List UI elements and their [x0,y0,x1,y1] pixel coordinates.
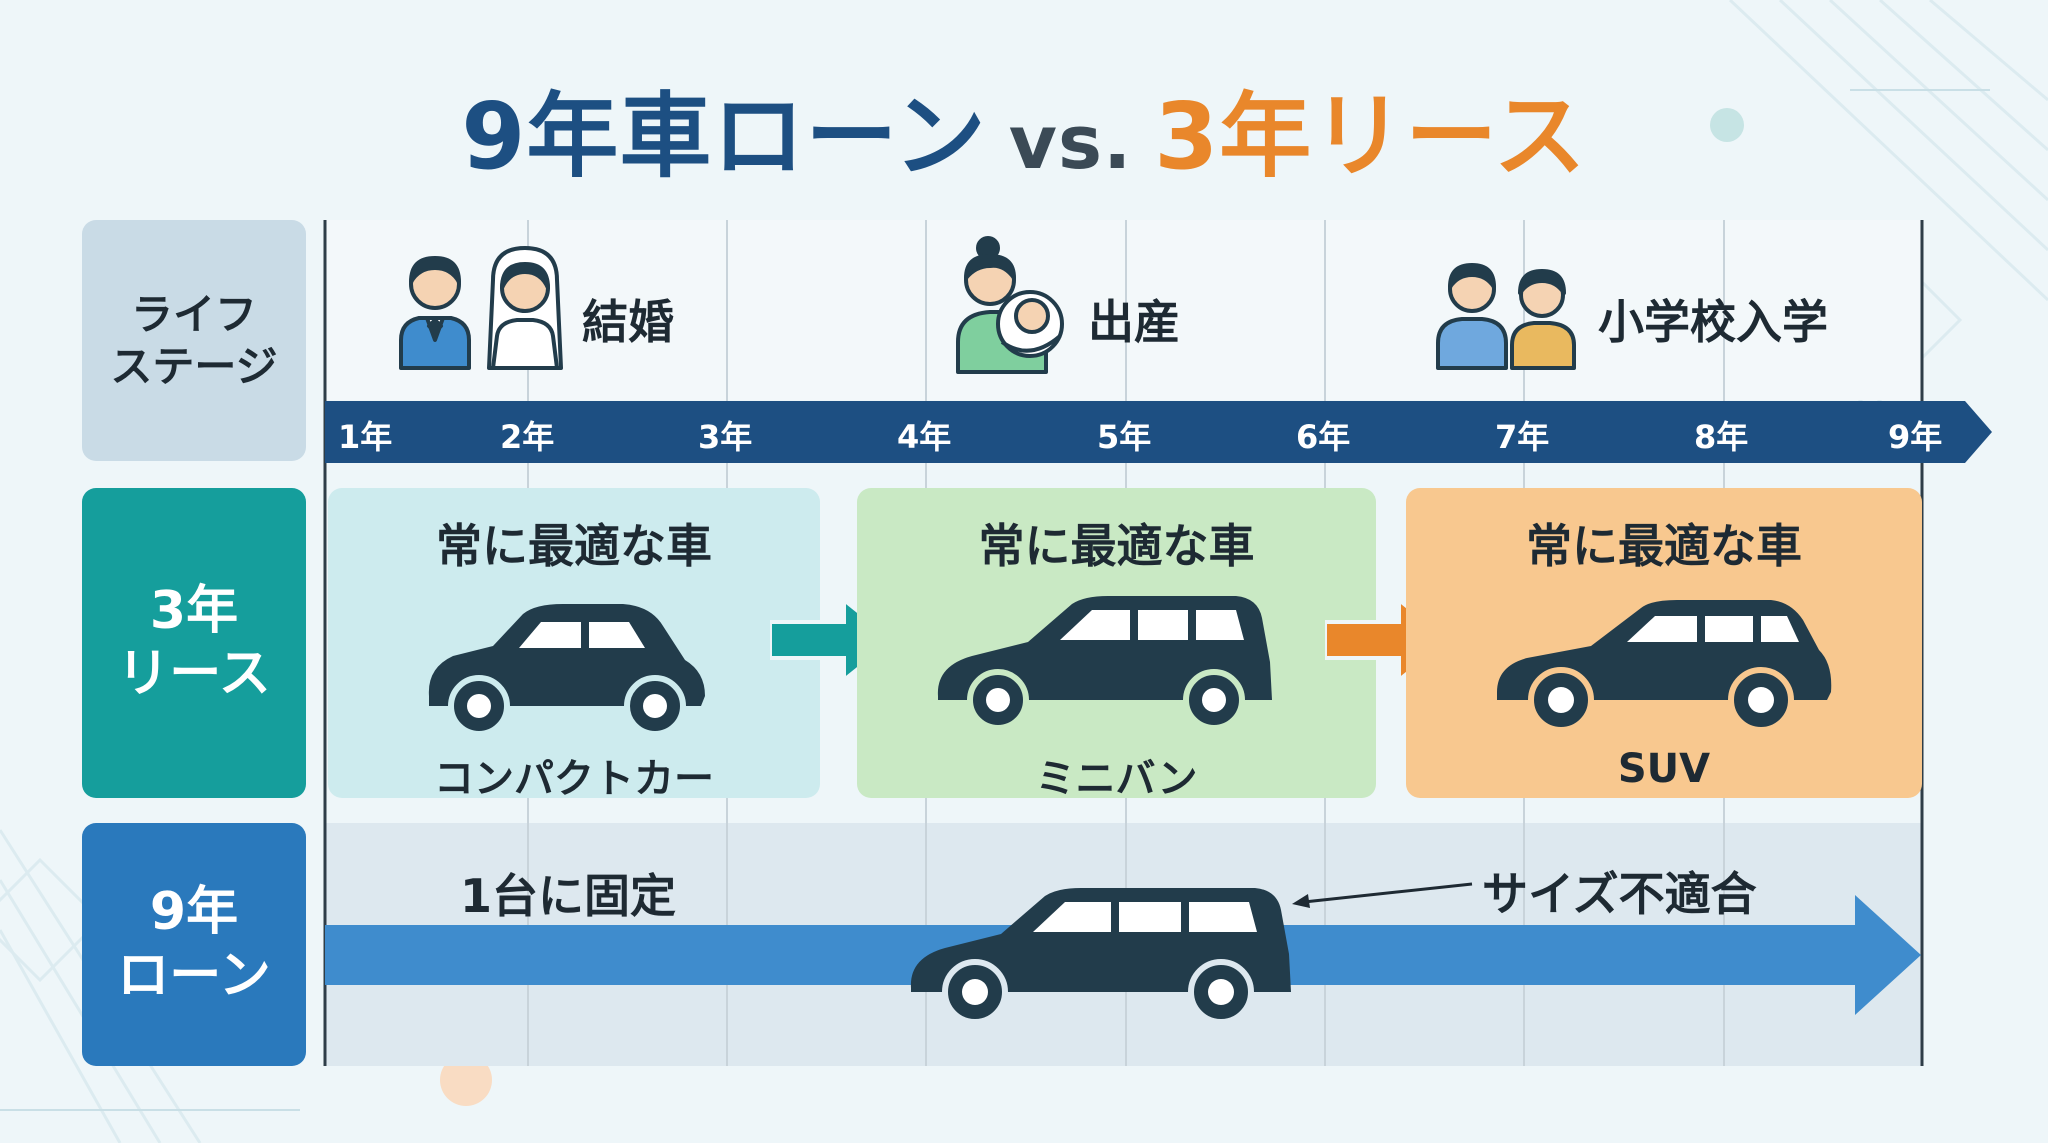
year-label: 5年 [1097,418,1152,456]
title-lease: 3年リース [1154,83,1587,190]
year-label: 3年 [698,418,753,456]
compact-car-icon [428,604,705,737]
lease-card-compact: 常に最適な車 コンパクトカー [328,488,820,802]
lease-card-suv: 常に最適な車 SUV [1406,488,1922,798]
year-label: 7年 [1495,418,1550,456]
year-label: 4年 [897,418,952,456]
lease-card-car-name: コンパクトカー [434,756,714,802]
two-children-icon [1436,263,1576,370]
year-label: 9年 [1888,418,1943,456]
year-label: 1年 [338,418,393,456]
lease-card-minivan: 常に最適な車 ミニバン [857,488,1376,802]
loan-fixed-label: 1台に固定 [460,869,677,923]
loan-mismatch-label: サイズ不適合 [1482,867,1757,921]
pointer-arrow [1292,882,1473,908]
row-label-lease: 3年 リース [82,488,306,798]
life-event-marriage: 結婚 [582,295,674,349]
bride-and-groom-icon [399,246,563,370]
row-label-loan: 9年 ローン [82,823,306,1066]
year-label: 8年 [1694,418,1749,456]
lease-card-car-name: SUV [1617,746,1711,792]
year-label: 6年 [1296,418,1351,456]
mother-with-baby-icon [956,236,1064,374]
title-vs: vs. [1008,100,1133,186]
lease-card-title: 常に最適な車 [436,519,712,573]
lease-card-title: 常に最適な車 [978,519,1255,573]
title-loan: 9年車ローン [461,83,987,190]
lease-card-title: 常に最適な車 [1526,519,1802,573]
year-label: 2年 [500,418,555,456]
loan-minivan-icon [910,888,1291,1025]
row-label-life-stage: ライフ ステージ [82,220,306,461]
life-stage-band [325,220,1922,400]
timeline-arrow [325,401,1992,463]
minivan-icon [937,596,1272,731]
life-event-birth: 出産 [1088,295,1180,349]
lease-card-car-name: ミニバン [1035,756,1198,802]
suv-icon [1497,600,1832,733]
life-event-school-entry: 小学校入学 [1598,295,1828,349]
